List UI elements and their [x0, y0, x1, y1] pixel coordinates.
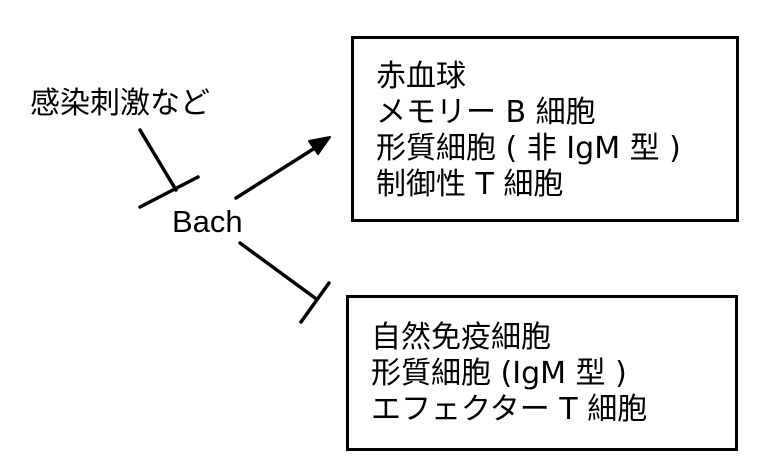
repressed-cell-item: 自然免疫細胞	[371, 320, 551, 355]
promoted-cells-box: 赤血球 メモリー B 細胞 形質細胞 ( 非 IgM 型 ) 制御性 T 細胞	[351, 36, 739, 222]
promote-arrowhead	[308, 136, 331, 155]
stimulus-label: 感染刺激など	[30, 86, 210, 121]
repressed-cell-item: エフェクター T 細胞	[371, 392, 648, 427]
promote-arrow-line	[234, 144, 320, 200]
promoted-cell-item: 形質細胞 ( 非 IgM 型 )	[376, 131, 681, 166]
repressed-cells-list: 自然免疫細胞 形質細胞 (IgM 型 ) エフェクター T 細胞	[371, 320, 647, 428]
stimulus-inhibit-bar	[138, 175, 200, 209]
repressed-cells-box: 自然免疫細胞 形質細胞 (IgM 型 ) エフェクター T 細胞	[346, 295, 738, 451]
stimulus-inhibit-line	[138, 128, 178, 192]
promoted-cell-item: 赤血球	[376, 59, 466, 94]
promoted-cells-list: 赤血球 メモリー B 細胞 形質細胞 ( 非 IgM 型 ) 制御性 T 細胞	[376, 59, 681, 203]
bach-label: Bach	[172, 204, 243, 239]
repressed-cell-item: 形質細胞 (IgM 型 )	[371, 356, 627, 391]
repress-inhibit-line	[238, 241, 317, 300]
promoted-cell-item: メモリー B 細胞	[376, 95, 596, 130]
promoted-cell-item: 制御性 T 細胞	[376, 167, 564, 202]
repress-inhibit-bar	[299, 281, 331, 324]
